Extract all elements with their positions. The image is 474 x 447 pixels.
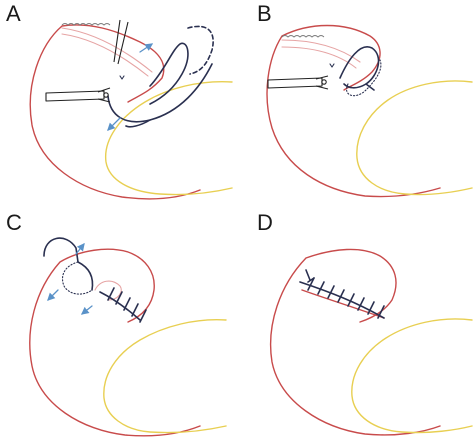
panel-c-suture-line — [99, 291, 141, 321]
panel-c — [29, 237, 227, 437]
panel-d-label: D — [257, 210, 273, 235]
panel-a-small-mark — [119, 75, 125, 80]
panel-d-stitches — [307, 277, 385, 319]
needle-holder-icon — [267, 75, 329, 90]
panel-b — [266, 24, 473, 198]
panel-b-suture-dotted — [346, 59, 382, 97]
panel-c-incision — [94, 280, 122, 301]
arrow-icon — [80, 305, 93, 315]
panel-a-suture-dashed — [187, 25, 214, 75]
arrow-icon — [47, 289, 59, 301]
panel-a-adjacent-organ — [105, 80, 233, 196]
panel-a-incision-upper — [61, 27, 153, 73]
panel-c-label: C — [6, 210, 22, 235]
panel-a-label: A — [6, 1, 21, 26]
panel-c-suture-solid — [77, 261, 94, 291]
panel-c-suture-dotted — [61, 261, 93, 295]
panel-a-incision-lower — [61, 33, 149, 77]
panel-b-incision-lower — [281, 46, 357, 69]
panel-a — [29, 19, 233, 200]
arrow-icon — [75, 242, 85, 255]
panel-a-suture-tail — [125, 119, 151, 128]
panel-d-suture-line — [299, 281, 385, 319]
panel-d — [269, 248, 473, 436]
panel-d-organ-outline — [269, 248, 441, 436]
panel-a-suture-right-loop — [149, 42, 189, 105]
panel-b-organ-outline — [266, 24, 441, 198]
arrow-icon — [139, 43, 154, 53]
panel-d-closed-incision — [301, 289, 385, 319]
panel-b-suture-tail — [365, 83, 375, 91]
panel-a-incision-scallop — [61, 23, 111, 26]
panel-b-small-mark — [329, 63, 335, 68]
panel-b-incision-upper — [281, 39, 361, 63]
panel-b-incision-scallop — [281, 35, 325, 38]
panel-c-stitches — [107, 287, 147, 323]
panel-d-knot — [305, 269, 315, 283]
panel-b-adjacent-organ — [356, 80, 473, 196]
panel-c-adjacent-organ — [103, 318, 227, 434]
panel-c-organ-outline — [29, 248, 201, 437]
panel-d-adjacent-organ — [351, 318, 473, 434]
needle-holder-icon — [45, 87, 111, 103]
panel-b-label: B — [257, 1, 272, 26]
panel-a-organ-outline — [29, 24, 201, 200]
forceps-icon — [113, 19, 129, 65]
arrow-icon — [107, 117, 121, 131]
panel-c-needle — [43, 237, 79, 263]
panel-b-suture-loop — [339, 46, 380, 89]
